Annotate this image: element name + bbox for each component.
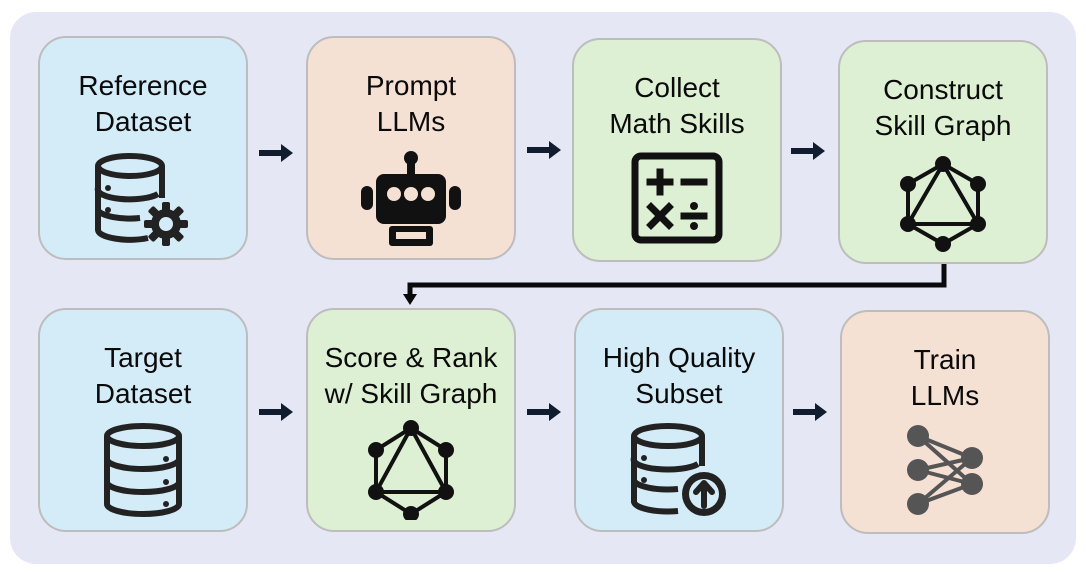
- arrow-right-icon: [259, 403, 293, 421]
- step-title-line: LLMs: [910, 380, 980, 411]
- step-title-line: Subset: [635, 378, 723, 409]
- step-high-quality-subset: High Quality Subset: [574, 308, 784, 532]
- step-title-line: Dataset: [94, 378, 192, 409]
- step-title-line: Dataset: [94, 106, 192, 137]
- step-title: Score & Rank w/ Skill Graph: [308, 340, 514, 412]
- step-title-line: Target: [104, 342, 182, 373]
- step-title-line: Score & Rank: [324, 342, 498, 373]
- step-title: Reference Dataset: [40, 68, 246, 140]
- arrow-right-icon: [791, 142, 825, 160]
- step-title-line: w/ Skill Graph: [324, 378, 498, 409]
- calculator-icon: [631, 152, 723, 244]
- step-title: Collect Math Skills: [574, 70, 780, 142]
- robot-icon: [361, 151, 461, 246]
- neural-network-icon: [907, 425, 983, 515]
- step-title-line: Math Skills: [609, 108, 745, 139]
- step-title-line: Reference: [78, 70, 208, 101]
- step-construct-skill-graph: Construct Skill Graph: [838, 40, 1048, 264]
- step-title: Construct Skill Graph: [840, 72, 1046, 144]
- step-title-line: LLMs: [376, 106, 446, 137]
- step-title-line: Prompt: [365, 70, 457, 101]
- step-reference-dataset: Reference Dataset: [38, 36, 248, 260]
- graph-icon: [900, 156, 986, 252]
- arrow-right-icon: [527, 141, 561, 159]
- step-title-line: Construct: [883, 74, 1003, 105]
- step-title-line: Collect: [634, 72, 720, 103]
- arrow-right-icon: [259, 144, 293, 162]
- step-title: High Quality Subset: [576, 340, 782, 412]
- step-title: Train LLMs: [842, 342, 1048, 414]
- database-upload-icon: [630, 423, 726, 516]
- graph-icon: [368, 420, 454, 520]
- step-title-line: Train: [913, 344, 977, 375]
- database-icon: [104, 423, 182, 517]
- step-title: Prompt LLMs: [308, 68, 514, 140]
- step-target-dataset: Target Dataset: [38, 308, 248, 532]
- step-score-rank: Score & Rank w/ Skill Graph: [306, 308, 516, 532]
- step-train-llms: Train LLMs: [840, 310, 1050, 534]
- database-gear-icon: [94, 153, 188, 246]
- step-title: Target Dataset: [40, 340, 246, 412]
- step-title-line: Skill Graph: [874, 110, 1012, 141]
- step-collect-math-skills: Collect Math Skills: [572, 38, 782, 262]
- step-title-line: High Quality: [602, 342, 756, 373]
- arrow-right-icon: [793, 403, 827, 421]
- arrow-right-icon: [527, 403, 561, 421]
- step-prompt-llms: Prompt LLMs: [306, 36, 516, 260]
